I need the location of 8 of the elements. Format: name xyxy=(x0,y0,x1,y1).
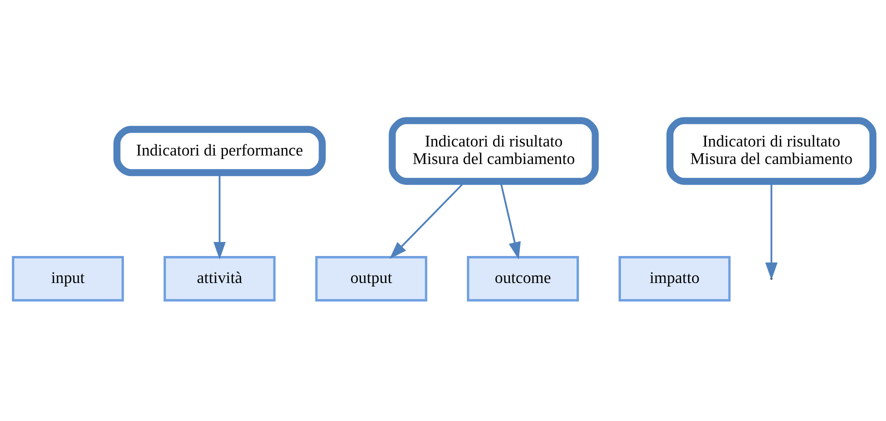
node-box: Indicatori di risultato Misura del cambiamento xyxy=(666,117,876,185)
node-box: Indicatori di risultato Misura del cambiamento xyxy=(388,117,599,185)
node-box: input xyxy=(12,256,124,302)
node-box: outcome xyxy=(466,256,579,302)
node-box: impatto xyxy=(618,256,731,302)
node-box: output xyxy=(315,256,428,302)
node-box: Indicatori di performance xyxy=(113,126,326,176)
node-box: attività xyxy=(164,256,276,302)
